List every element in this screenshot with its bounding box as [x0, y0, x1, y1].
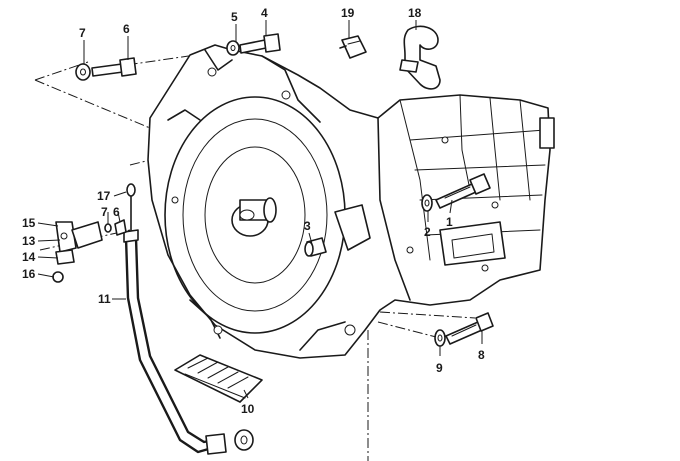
callout-11: 11: [98, 292, 111, 306]
callout-15: 15: [22, 216, 36, 230]
callout-14: 14: [22, 250, 36, 264]
callout-13: 13: [22, 234, 36, 248]
bolt-part-6-top: [91, 57, 137, 77]
callout-5: 5: [231, 10, 238, 24]
callout-19: 19: [341, 6, 355, 20]
washer-part-5: [226, 40, 240, 56]
callout-7-side: 7: [101, 205, 108, 219]
callout-4: 4: [261, 6, 268, 20]
washer-part-9: [434, 329, 446, 347]
bolt-part-1: [435, 173, 491, 209]
bolt-part-4: [239, 33, 281, 54]
filler-tube-part-11: [123, 183, 227, 455]
callout-7-top: 7: [79, 26, 86, 40]
clip-part-19: [339, 35, 367, 59]
filter-part-10: [174, 354, 263, 403]
bracket-part-18: [399, 25, 441, 90]
callout-2: 2: [424, 225, 431, 239]
callout-16: 16: [22, 267, 36, 281]
callout-leaders: [37, 20, 483, 399]
callout-labels: 7 6 5 4 19 18 17 7 6 15 13 14 16 11 3 2 …: [22, 6, 485, 416]
callout-6-top: 6: [123, 22, 130, 36]
callout-9: 9: [436, 361, 443, 375]
callout-8: 8: [478, 348, 485, 362]
tube-fitting: [234, 429, 254, 451]
callout-10: 10: [241, 402, 255, 416]
callout-6-side: 6: [113, 205, 120, 219]
callout-17: 17: [97, 189, 111, 203]
callout-3: 3: [304, 219, 311, 233]
transmission-housing: [147, 44, 555, 359]
washer-part-7-top: [75, 63, 91, 81]
callout-1: 1: [446, 215, 453, 229]
callout-18: 18: [408, 6, 422, 20]
bolt-part-8: [445, 312, 494, 345]
bracket-group: [52, 219, 127, 283]
washer-part-2: [421, 194, 433, 212]
